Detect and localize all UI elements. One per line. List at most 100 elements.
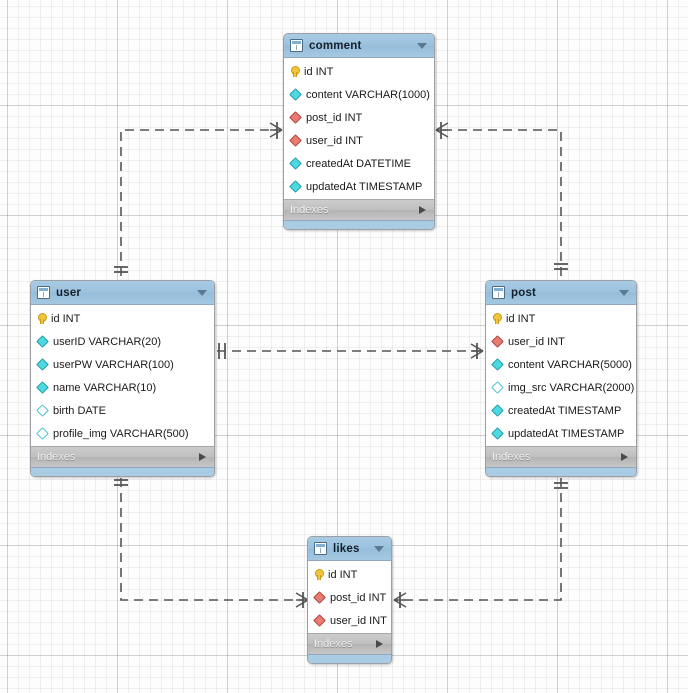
column-row[interactable]: user_id INT (284, 129, 434, 152)
diamond-red-icon (313, 614, 326, 627)
column-label: updatedAt TIMESTAMP (306, 180, 423, 193)
pk-key-icon (37, 313, 47, 324)
column-label: name VARCHAR(10) (53, 381, 157, 394)
column-label: profile_img VARCHAR(500) (53, 427, 189, 440)
column-row[interactable]: userPW VARCHAR(100) (31, 353, 214, 376)
column-row[interactable]: id INT (308, 563, 391, 586)
relationship-post-likes[interactable] (393, 478, 568, 608)
diamond-cyan-icon (36, 335, 49, 348)
table-name-label: user (56, 286, 82, 299)
column-label: user_id INT (508, 335, 565, 348)
indexes-section-post[interactable]: Indexes (486, 446, 636, 467)
column-label: post_id INT (330, 591, 387, 604)
diamond-red-icon (289, 111, 302, 124)
table-header-comment[interactable]: comment (284, 34, 434, 58)
pk-key-icon (290, 66, 300, 77)
column-label: userPW VARCHAR(100) (53, 358, 174, 371)
indexes-label: Indexes (492, 451, 531, 463)
table-name-label: post (511, 286, 537, 299)
column-label: content VARCHAR(1000) (306, 88, 430, 101)
pk-key-icon (492, 313, 502, 324)
column-label: id INT (328, 568, 358, 581)
table-name-label: likes (333, 542, 360, 555)
column-label: createdAt TIMESTAMP (508, 404, 622, 417)
table-icon (314, 542, 327, 555)
column-list: id INT post_id INT user_id INT (308, 561, 391, 633)
column-label: id INT (51, 312, 81, 325)
column-row[interactable]: profile_img VARCHAR(500) (31, 422, 214, 445)
table-footer-strip (486, 467, 636, 476)
diamond-red-icon (313, 591, 326, 604)
chevron-right-icon[interactable] (419, 206, 426, 214)
column-list: id INT content VARCHAR(1000) post_id INT us… (284, 58, 434, 199)
diamond-cyan-icon (491, 358, 504, 371)
column-row[interactable]: content VARCHAR(1000) (284, 83, 434, 106)
relationship-user-likes[interactable] (114, 478, 309, 608)
diamond-cyan-icon (36, 381, 49, 394)
diamond-red-icon (289, 134, 302, 147)
chevron-down-icon[interactable] (374, 545, 384, 552)
relationship-post-comment[interactable] (435, 122, 568, 276)
column-row[interactable]: user_id INT (308, 609, 391, 632)
column-row[interactable]: userID VARCHAR(20) (31, 330, 214, 353)
column-row[interactable]: id INT (486, 307, 636, 330)
column-label: img_src VARCHAR(2000) (508, 381, 635, 394)
relationship-user-post[interactable] (217, 343, 484, 359)
table-figure-likes[interactable]: likes id INT post_id INT user_id INT Indexes (307, 536, 392, 664)
column-row[interactable]: img_src VARCHAR(2000) (486, 376, 636, 399)
column-row[interactable]: name VARCHAR(10) (31, 376, 214, 399)
table-figure-comment[interactable]: comment id INT content VARCHAR(1000) post_i… (283, 33, 435, 230)
column-row[interactable]: content VARCHAR(5000) (486, 353, 636, 376)
column-list: id INT userID VARCHAR(20) userPW VARCHAR(1… (31, 305, 214, 446)
column-row[interactable]: id INT (284, 60, 434, 83)
table-icon (492, 286, 505, 299)
chevron-right-icon[interactable] (621, 453, 628, 461)
indexes-section-user[interactable]: Indexes (31, 446, 214, 467)
column-row[interactable]: post_id INT (308, 586, 391, 609)
column-label: post_id INT (306, 111, 363, 124)
table-figure-user[interactable]: user id INT userID VARCHAR(20) userPW VARCH… (30, 280, 215, 477)
table-figure-post[interactable]: post id INT user_id INT content VARCHAR(500… (485, 280, 637, 477)
table-icon (37, 286, 50, 299)
indexes-label: Indexes (37, 451, 76, 463)
column-row[interactable]: birth DATE (31, 399, 214, 422)
column-label: createdAt DATETIME (306, 157, 411, 170)
table-footer-strip (31, 467, 214, 476)
column-label: content VARCHAR(5000) (508, 358, 632, 371)
diamond-red-icon (491, 335, 504, 348)
column-row[interactable]: createdAt TIMESTAMP (486, 399, 636, 422)
column-row[interactable]: updatedAt TIMESTAMP (284, 175, 434, 198)
indexes-section-comment[interactable]: Indexes (284, 199, 434, 220)
table-footer-strip (284, 220, 434, 229)
column-row[interactable]: createdAt DATETIME (284, 152, 434, 175)
table-header-likes[interactable]: likes (308, 537, 391, 561)
column-row[interactable]: updatedAt TIMESTAMP (486, 422, 636, 445)
column-label: id INT (506, 312, 536, 325)
table-header-user[interactable]: user (31, 281, 214, 305)
column-row[interactable]: id INT (31, 307, 214, 330)
column-label: user_id INT (330, 614, 387, 627)
column-label: id INT (304, 65, 334, 78)
chevron-right-icon[interactable] (376, 640, 383, 648)
chevron-down-icon[interactable] (619, 289, 629, 296)
diamond-cyan-icon (289, 180, 302, 193)
diamond-cyan-icon (36, 358, 49, 371)
column-label: updatedAt TIMESTAMP (508, 427, 625, 440)
diamond-cyan-icon (491, 404, 504, 417)
chevron-right-icon[interactable] (199, 453, 206, 461)
diamond-hollow-icon (36, 427, 49, 440)
column-row[interactable]: post_id INT (284, 106, 434, 129)
table-name-label: comment (309, 39, 362, 52)
indexes-section-likes[interactable]: Indexes (308, 633, 391, 654)
chevron-down-icon[interactable] (417, 42, 427, 49)
column-row[interactable]: user_id INT (486, 330, 636, 353)
indexes-label: Indexes (290, 204, 329, 216)
chevron-down-icon[interactable] (197, 289, 207, 296)
relationship-user-comment[interactable] (114, 122, 283, 276)
table-header-post[interactable]: post (486, 281, 636, 305)
table-icon (290, 39, 303, 52)
column-label: userID VARCHAR(20) (53, 335, 161, 348)
indexes-label: Indexes (314, 638, 353, 650)
table-footer-strip (308, 654, 391, 663)
